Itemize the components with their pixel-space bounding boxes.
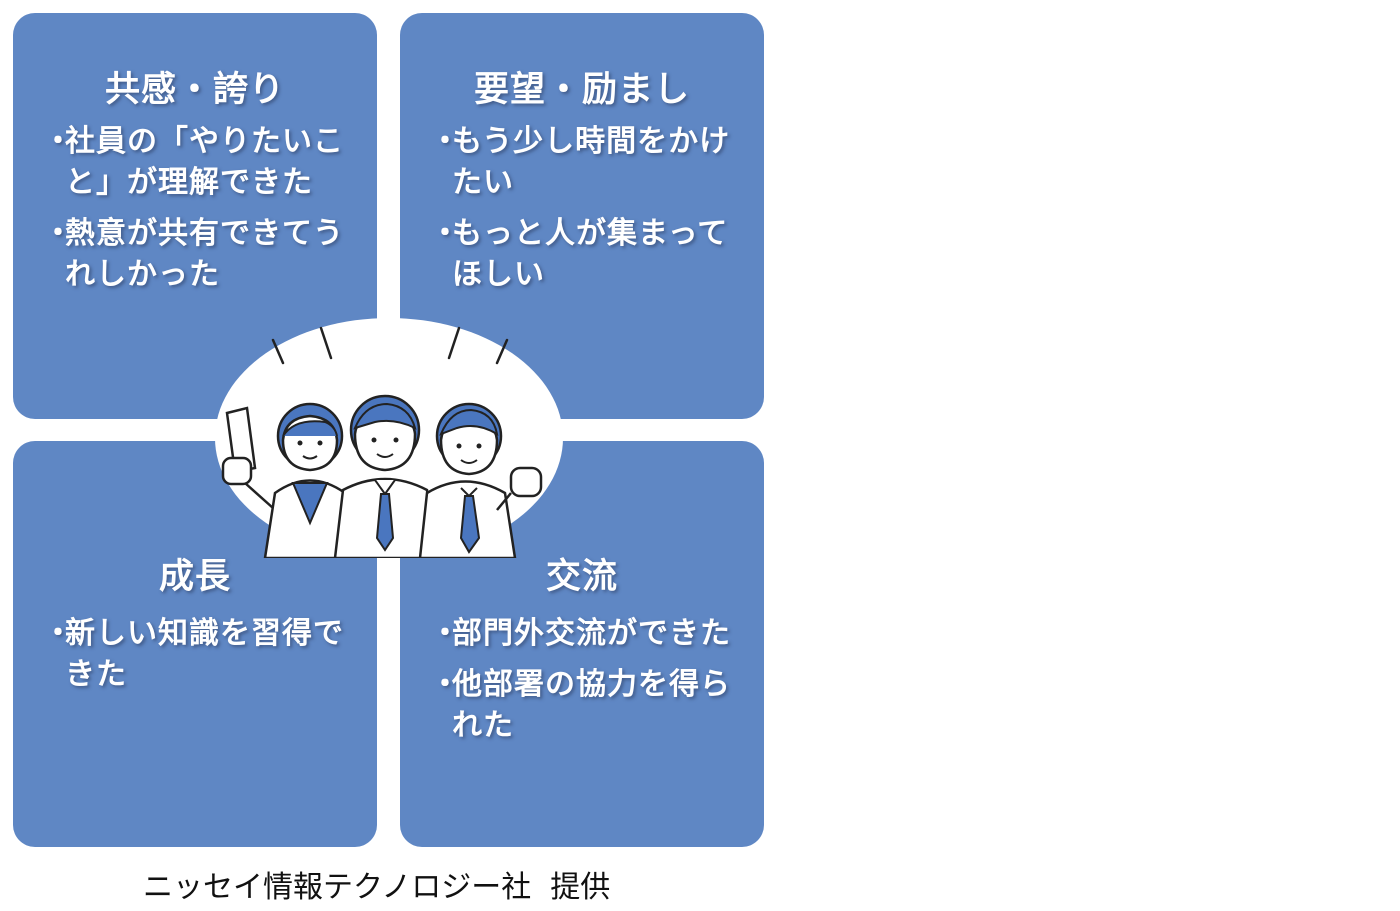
bullet-mark: ・: [43, 124, 74, 159]
list-item: ・もっと人が集まってほしい: [430, 213, 750, 295]
bullet-mark: ・: [430, 616, 461, 651]
list-item: ・他部署の協力を得られた: [430, 664, 750, 746]
list-item-text: 社員の「やりたいこと」が理解できた: [65, 124, 344, 200]
three-cheering-employees-icon: [215, 318, 563, 558]
bullet-mark: ・: [430, 216, 461, 251]
bullet-mark: ・: [430, 124, 461, 159]
image-credit: ニッセイ情報テクノロジー社 提供: [143, 870, 611, 905]
bullet-list: ・新しい知識を習得できた: [43, 613, 363, 705]
man-figure-right: [418, 402, 543, 558]
list-item-text: 他部署の協力を得られた: [452, 667, 731, 743]
bullet-list: ・部門外交流ができた ・他部署の協力を得られた: [430, 613, 750, 756]
woman-figure: [221, 402, 355, 558]
list-item-text: 新しい知識を習得できた: [65, 616, 344, 692]
bullet-list: ・社員の「やりたいこと」が理解できた ・熱意が共有できてうれしかった: [43, 121, 363, 305]
man-figure-center: [333, 394, 437, 558]
quadrant-heading: 要望・励まし: [473, 70, 690, 110]
list-item: ・部門外交流ができた: [430, 613, 750, 654]
list-item: ・社員の「やりたいこと」が理解できた: [43, 121, 363, 203]
list-item-text: もっと人が集まってほしい: [452, 216, 729, 292]
bullet-mark: ・: [43, 216, 74, 251]
list-item-text: 部門外交流ができた: [452, 616, 731, 651]
list-item: ・熱意が共有できてうれしかった: [43, 213, 363, 295]
list-item-text: 熱意が共有できてうれしかった: [65, 216, 344, 292]
quadrant-heading: 共感・誇り: [104, 70, 285, 110]
quadrant-empathy-pride: 共感・誇り ・社員の「やりたいこと」が理解できた ・熱意が共有できてうれしかった: [13, 13, 377, 419]
list-item: ・新しい知識を習得できた: [43, 613, 363, 695]
quadrant-heading: 交流: [545, 557, 618, 597]
bullet-mark: ・: [43, 616, 74, 651]
bullet-list: ・もう少し時間をかけたい ・もっと人が集まってほしい: [430, 121, 750, 305]
list-item-text: もう少し時間をかけたい: [452, 124, 731, 200]
bullet-mark: ・: [430, 667, 461, 702]
quadrant-heading: 成長: [158, 557, 231, 597]
list-item: ・もう少し時間をかけたい: [430, 121, 750, 203]
